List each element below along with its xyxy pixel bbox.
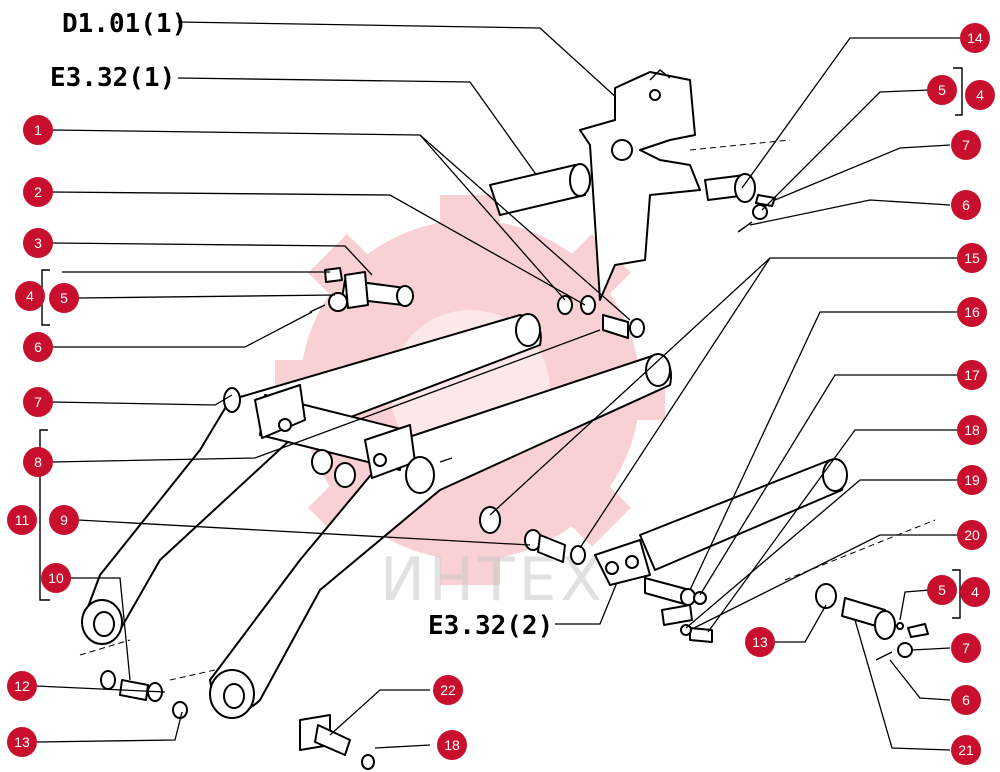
pin-assembly-top-right (704, 173, 776, 233)
callout-5-top-right: 5 (927, 75, 957, 105)
svg-text:12: 12 (14, 678, 30, 694)
svg-text:10: 10 (48, 570, 64, 586)
callout-4-top-right: 4 (965, 80, 995, 110)
callout-18-bottom: 18 (437, 730, 467, 760)
pin-assembly-bottom (299, 714, 375, 770)
group-bracket-right-4-bottom (952, 569, 961, 619)
callout-20: 20 (957, 520, 987, 550)
svg-text:5: 5 (60, 290, 68, 306)
svg-text:6: 6 (962, 197, 970, 213)
guide-line-2 (169, 669, 216, 681)
callout-18-right: 18 (957, 415, 987, 445)
callout-4-left: 4 (15, 281, 45, 311)
svg-text:15: 15 (964, 250, 980, 266)
callout-11: 11 (7, 505, 37, 535)
svg-text:16: 16 (964, 304, 980, 320)
svg-text:17: 17 (964, 367, 980, 383)
hydraulic-cylinder (594, 458, 848, 586)
ref-label-e332-2: E3.32(2) (428, 611, 553, 641)
callout-21: 21 (951, 735, 981, 765)
svg-text:6: 6 (962, 692, 970, 708)
bushing-group-upper (557, 295, 645, 339)
svg-text:9: 9 (60, 512, 68, 528)
callout-14: 14 (960, 23, 990, 53)
guide-line-4 (689, 139, 791, 151)
mounting-bracket (579, 69, 701, 301)
callout-2: 2 (23, 177, 53, 207)
callout-8: 8 (23, 447, 53, 477)
svg-text:7: 7 (962, 137, 970, 153)
svg-text:4: 4 (971, 584, 979, 600)
callout-7-top-right: 7 (951, 130, 981, 160)
svg-text:19: 19 (964, 472, 980, 488)
callout-6-bottom-right: 6 (951, 685, 981, 715)
cylinder-pin-assembly (644, 577, 713, 643)
callout-15: 15 (957, 243, 987, 273)
callout-7-bottom-right: 7 (951, 633, 981, 663)
pin-assembly-bottom-right (815, 583, 929, 661)
svg-text:5: 5 (938, 82, 946, 98)
watermark-text: ИНТЕХ (380, 545, 606, 615)
svg-text:6: 6 (34, 339, 42, 355)
callout-13-right: 13 (745, 627, 775, 657)
callout-19: 19 (957, 465, 987, 495)
ref-label-e332-1: E3.32(1) (50, 63, 175, 93)
guide-line-3 (784, 519, 936, 581)
callout-12: 12 (7, 671, 37, 701)
callout-22: 22 (433, 675, 463, 705)
svg-text:3: 3 (34, 235, 42, 251)
callout-9: 9 (49, 505, 79, 535)
callout-3: 3 (23, 228, 53, 258)
svg-text:7: 7 (962, 640, 970, 656)
callout-5-left: 5 (49, 283, 79, 313)
bushing-group-center (479, 506, 586, 565)
svg-text:8: 8 (34, 454, 42, 470)
svg-text:20: 20 (964, 527, 980, 543)
callout-6-top-right: 6 (951, 190, 981, 220)
leader-d101 (177, 21, 631, 111)
callout-7-left: 7 (23, 387, 53, 417)
callout-10: 10 (41, 563, 71, 593)
svg-text:21: 21 (958, 742, 974, 758)
callout-13-left: 13 (7, 727, 37, 757)
callout-17: 17 (957, 360, 987, 390)
svg-text:22: 22 (440, 682, 456, 698)
cross-tube (223, 384, 453, 494)
callout-16: 16 (957, 297, 987, 327)
bushing-group-lower-left (100, 670, 188, 719)
boom-arm-rear (81, 313, 542, 645)
upper-pin (489, 163, 591, 216)
svg-text:14: 14 (967, 30, 983, 46)
svg-text:7: 7 (34, 394, 42, 410)
callout-leaders (35, 37, 960, 751)
callout-6-left: 6 (23, 332, 53, 362)
svg-text:5: 5 (938, 582, 946, 598)
leader-e332-2 (555, 574, 621, 625)
callout-1: 1 (23, 115, 53, 145)
svg-text:13: 13 (14, 734, 30, 750)
svg-text:1: 1 (34, 122, 42, 138)
svg-text:18: 18 (444, 737, 460, 753)
callout-4-bottom-right: 4 (960, 577, 990, 607)
svg-text:2: 2 (34, 184, 42, 200)
ref-label-d101: D1.01(1) (62, 9, 187, 39)
group-bracket-right-4-top (953, 67, 963, 116)
guide-line-1 (79, 639, 131, 656)
svg-text:18: 18 (964, 422, 980, 438)
svg-text:4: 4 (976, 87, 984, 103)
leader-e332-1 (177, 77, 541, 181)
group-bracket-left-11 (39, 429, 50, 601)
svg-text:11: 11 (15, 512, 30, 528)
svg-text:4: 4 (26, 288, 34, 304)
svg-text:13: 13 (752, 634, 768, 650)
callout-5-bottom-right: 5 (927, 575, 957, 605)
